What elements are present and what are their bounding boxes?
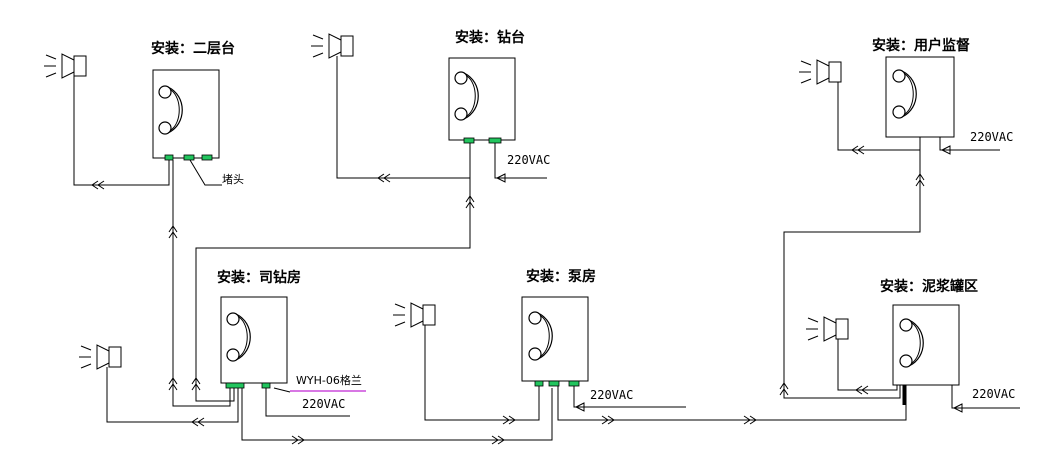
arrow-left-icon <box>952 403 963 413</box>
arrow-up-icon <box>168 225 178 239</box>
station-title-second-floor: 安装：二层台 <box>151 40 235 57</box>
wire-trunk-supervisor <box>783 150 921 399</box>
arrow-left-icon <box>91 180 105 190</box>
wire-power-pump-room <box>573 386 686 408</box>
power-label-pump-room: 220VAC <box>590 388 633 402</box>
station-title-mud-tank: 安装：泥浆罐区 <box>880 278 978 295</box>
arrow-right-icon <box>601 415 615 425</box>
wire-to-second-floor <box>172 160 231 407</box>
speaker-icon <box>78 344 122 370</box>
phone-box-drill-floor <box>448 57 516 141</box>
speaker-icon <box>805 316 849 342</box>
arrow-left-icon <box>940 145 951 155</box>
wire-power-drill-floor <box>494 143 547 179</box>
wire-speaker-second-floor <box>73 76 170 186</box>
arrow-left-icon <box>851 145 865 155</box>
station-title-user-supervisor: 安装：用户监督 <box>872 37 970 54</box>
arrow-left-icon <box>377 173 391 183</box>
arrow-right-icon <box>502 415 516 425</box>
plug-leader <box>189 159 222 186</box>
wire-speaker-pump-room <box>424 325 540 421</box>
wire-speaker-user-supervisor <box>837 82 921 151</box>
phone-box-driller-room <box>220 296 288 384</box>
speaker-icon <box>392 302 436 328</box>
arrow-up-icon <box>779 382 789 396</box>
power-label-mud-tank: 220VAC <box>972 387 1015 401</box>
power-label-user-supervisor: 220VAC <box>970 130 1013 144</box>
wire-to-drill-floor <box>195 178 471 402</box>
wire-speaker-mud-tank <box>837 339 898 391</box>
terminal <box>225 382 245 389</box>
arrow-up-icon <box>168 377 178 391</box>
arrow-left-icon <box>495 173 506 183</box>
phone-box-second-floor <box>152 69 220 159</box>
wire-bus-driller-pump <box>241 388 553 441</box>
wire-speaker-drill-floor <box>336 56 471 179</box>
station-title-drill-floor: 安装：钻台 <box>455 29 525 46</box>
arrow-left-icon <box>574 402 585 412</box>
wire-power-user-supervisor <box>939 137 1000 151</box>
terminal <box>261 382 271 389</box>
speaker-icon <box>310 33 354 59</box>
arrow-right-icon <box>743 415 757 425</box>
terminal <box>534 380 544 387</box>
station-title-driller-room: 安装：司钻房 <box>217 269 301 286</box>
arrow-right-icon <box>291 435 305 445</box>
wire-power-driller-room <box>265 388 350 417</box>
gland-leader <box>273 387 291 393</box>
power-label-drill-floor: 220VAC <box>507 153 550 167</box>
arrow-right-icon <box>491 435 505 445</box>
plug-label: 堵头 <box>222 172 244 186</box>
terminal <box>201 154 213 161</box>
gland-label: WYH-06格兰 <box>296 373 362 387</box>
speaker-icon <box>43 53 87 79</box>
terminal <box>164 154 174 161</box>
terminal <box>568 380 580 387</box>
arrow-up-icon <box>191 377 201 391</box>
arrow-left-icon <box>191 417 205 427</box>
power-label-driller-room: 220VAC <box>302 397 345 411</box>
phone-box-mud-tank <box>892 304 960 386</box>
terminal <box>548 380 560 387</box>
terminal <box>488 137 502 144</box>
terminal <box>463 137 475 144</box>
wire-power-mud-tank <box>951 385 1020 409</box>
phone-box-user-supervisor <box>885 56 955 138</box>
arrow-up-icon <box>465 195 475 209</box>
phone-box-pump-room <box>521 296 589 382</box>
wire-bus-pump-mud <box>557 385 907 421</box>
speaker-icon <box>798 59 842 85</box>
wire-speaker-driller-room <box>106 367 239 423</box>
terminal <box>183 154 195 161</box>
station-title-pump-room: 安装：泵房 <box>526 268 596 285</box>
arrow-up-icon <box>915 173 925 187</box>
arrow-left-icon <box>855 385 869 395</box>
